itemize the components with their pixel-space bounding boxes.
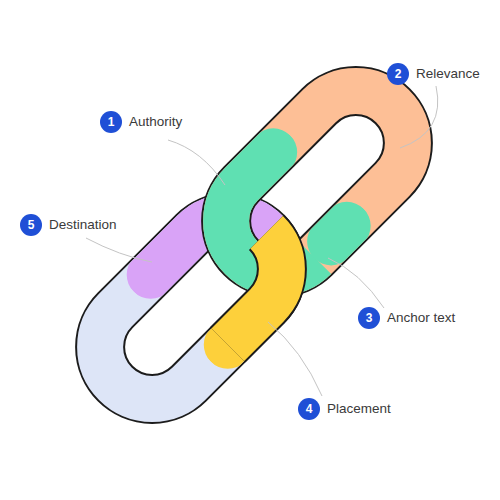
callout-number: 2 [387,63,409,85]
leader-line [86,238,152,262]
callout-circle-fill [358,307,380,329]
link-outline [191,196,303,421]
callout-marker: 1Authority [100,111,122,133]
upper-chain-link [205,70,430,295]
anchor-text-segment [205,70,430,295]
callout-circle-fill [387,63,409,85]
callout-circle-fill [100,111,122,133]
callout-label: Authority [129,111,182,133]
relevance-segment [205,70,430,295]
link-outline [205,70,430,295]
callout-marker: 5Destination [20,214,42,236]
leader-lines [86,86,438,396]
callout-marker: 3Anchor text [358,307,380,329]
callout-number: 4 [298,398,320,420]
leader-line [400,86,438,148]
callout-circle-fill [20,214,42,236]
authority-segment [205,70,430,295]
callout-number: 3 [358,307,380,329]
callout-circle-fill [298,398,320,420]
leader-line [268,322,322,396]
callout-number: 1 [100,111,122,133]
callout-number: 5 [20,214,42,236]
callout-label: Relevance [416,63,480,85]
callout-label: Anchor text [387,307,455,329]
callout-marker: 4Placement [298,398,320,420]
placement-segment [191,196,303,421]
callout-marker: 2Relevance [387,63,409,85]
callout-label: Destination [49,214,117,236]
leader-line [328,258,384,308]
leader-line [168,140,225,185]
callout-label: Placement [327,398,391,420]
